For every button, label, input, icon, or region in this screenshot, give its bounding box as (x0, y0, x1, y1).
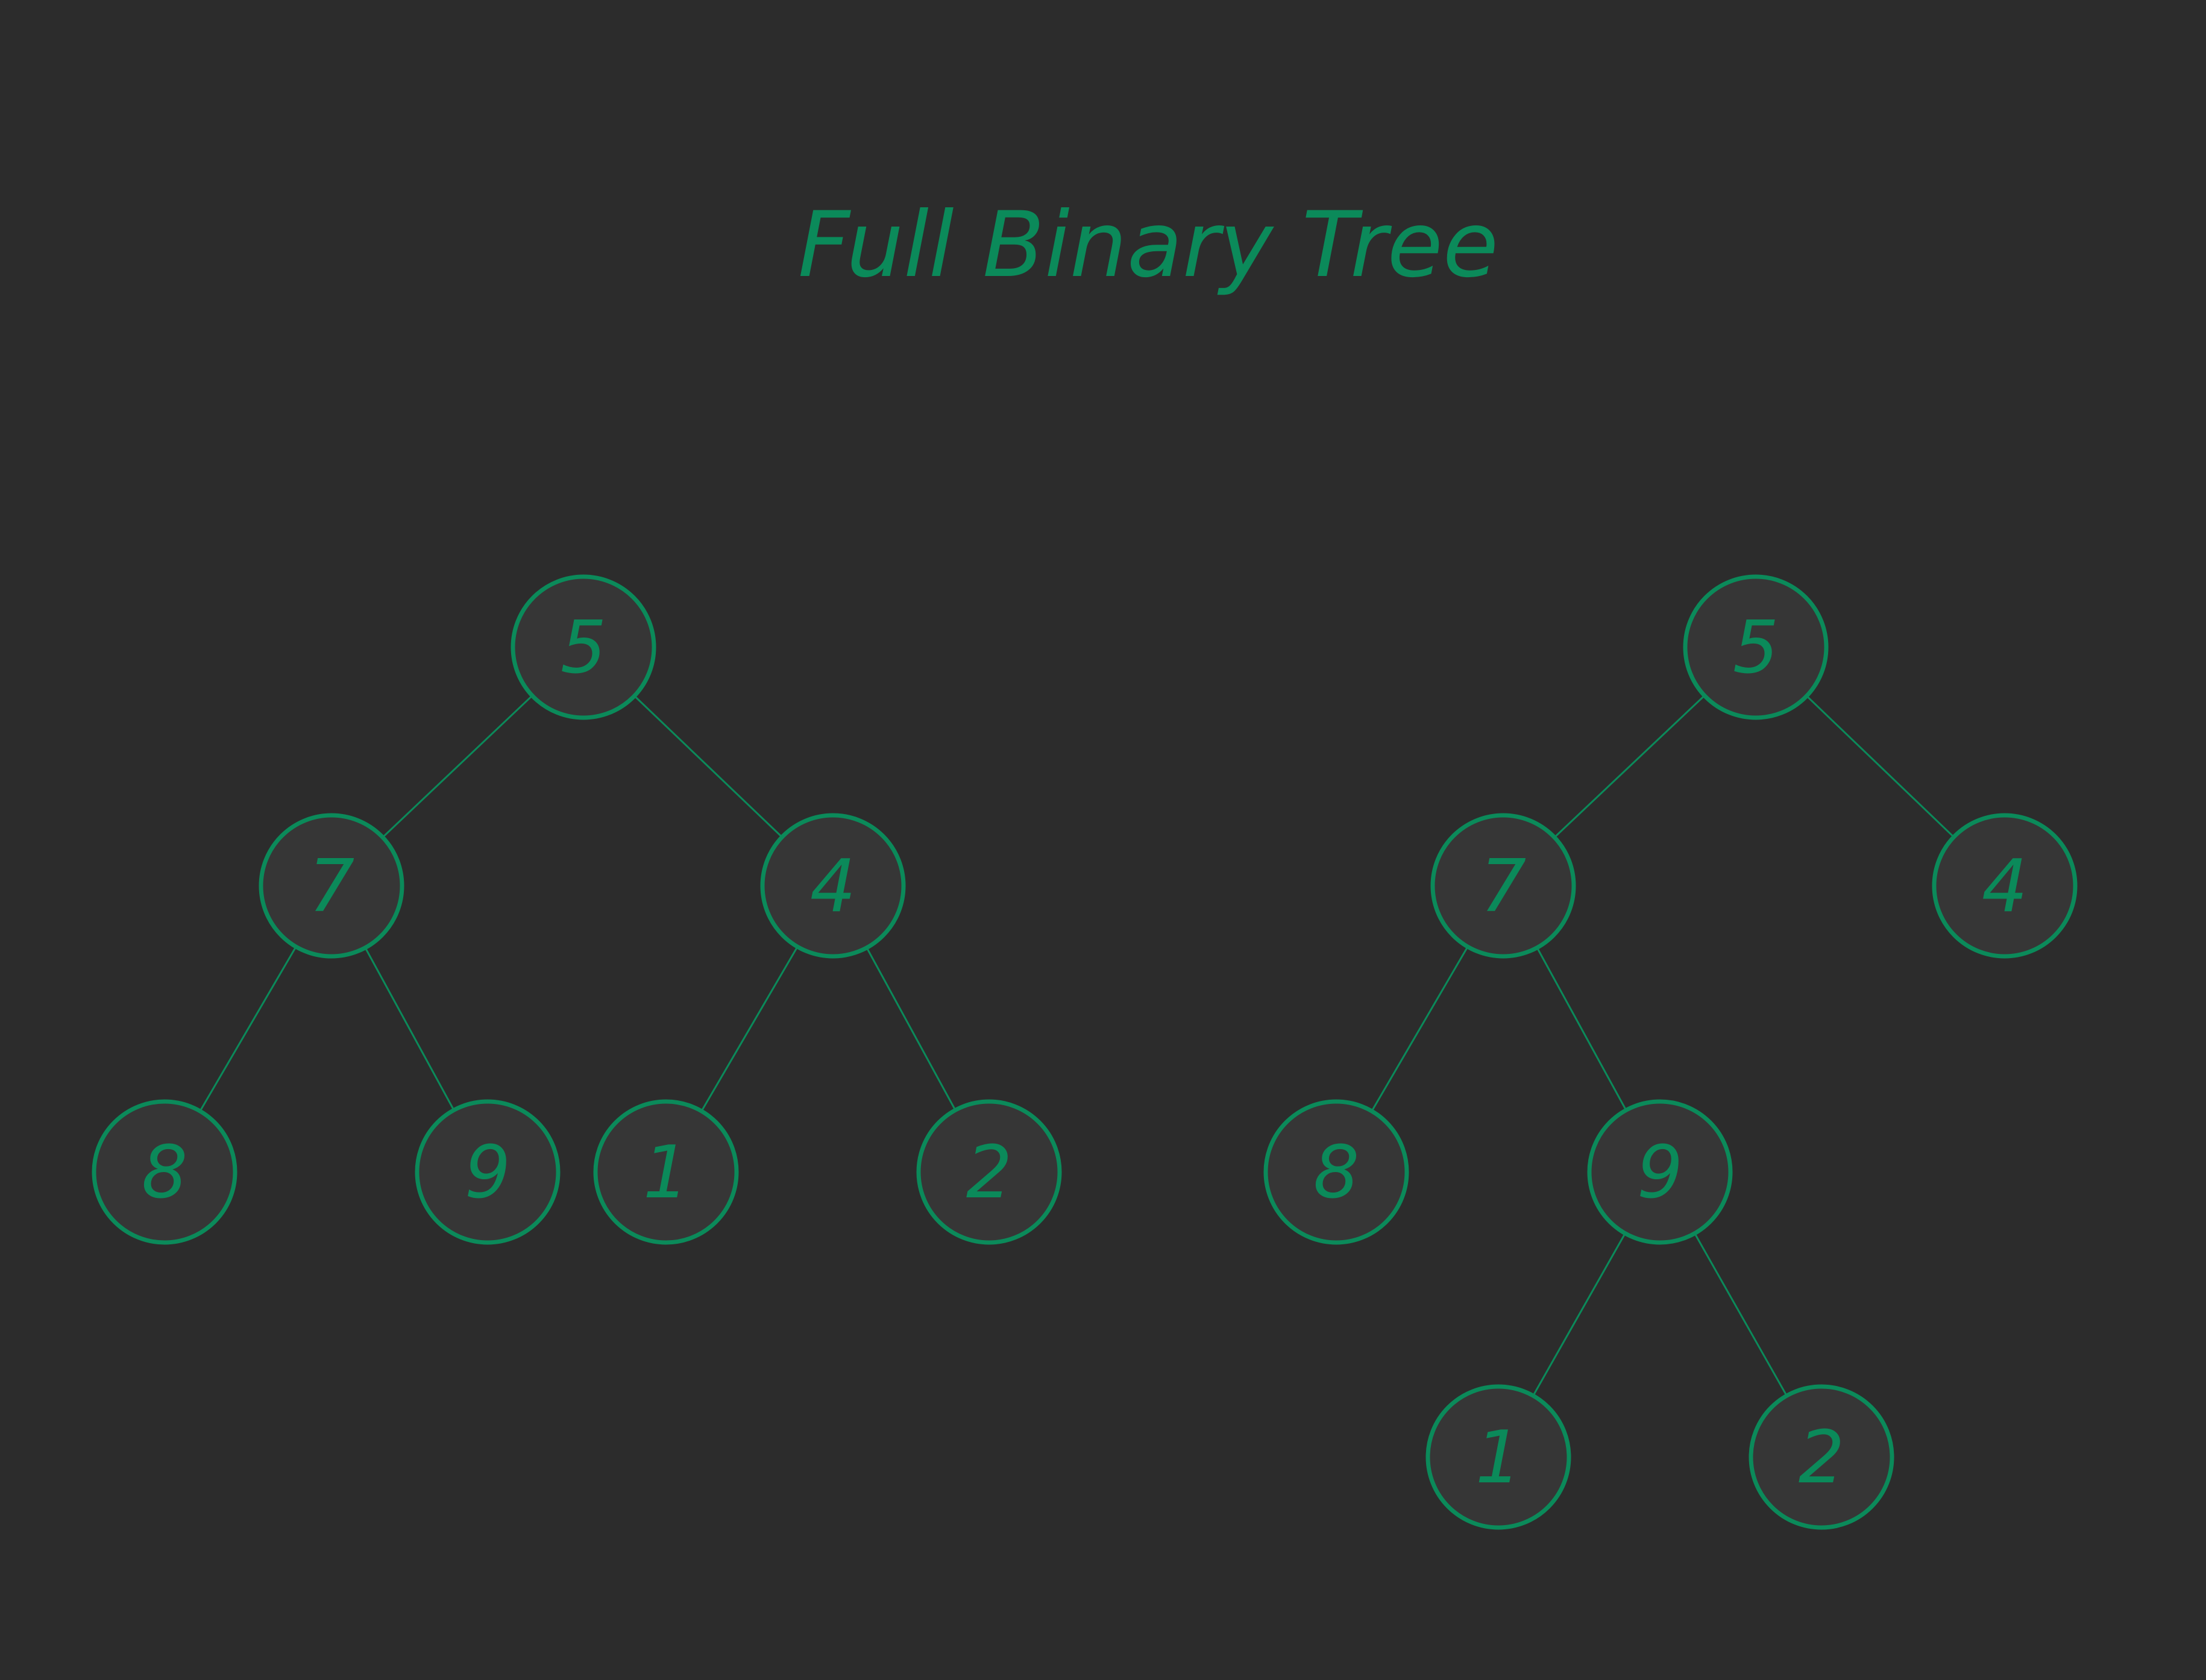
node-circle (415, 1099, 561, 1245)
tree-edge (1371, 946, 1469, 1112)
tree-edge (1694, 1233, 1788, 1396)
tree-edge (1554, 695, 1705, 838)
tree-node: 9 (415, 1099, 561, 1245)
node-circle (92, 1099, 237, 1245)
tree-edge (364, 947, 455, 1111)
node-circle (259, 813, 404, 959)
node-circle (1430, 813, 1576, 959)
tree-edge (1532, 1233, 1626, 1396)
tree-node: 4 (1932, 813, 2078, 959)
tree-node: 7 (1430, 813, 1576, 959)
diagram-title: Full Binary Tree (798, 193, 1498, 298)
tree-node: 2 (916, 1099, 1062, 1245)
node-circle (1932, 813, 2078, 959)
tree-node: 5 (511, 574, 656, 720)
tree-node: 8 (92, 1099, 237, 1245)
tree-node: 1 (593, 1099, 739, 1245)
node-label: 4 (810, 845, 856, 929)
node-circle (593, 1099, 739, 1245)
tree-edge (1806, 695, 1955, 838)
edges-layer (199, 695, 1955, 1396)
node-label: 7 (1480, 845, 1526, 929)
tree-edge (866, 947, 957, 1111)
tree-node: 2 (1749, 1384, 1894, 1530)
tree-node: 9 (1587, 1099, 1733, 1245)
tree-node: 7 (259, 813, 404, 959)
node-label: 8 (1313, 1131, 1359, 1215)
tree-edge (199, 946, 297, 1112)
node-label: 2 (966, 1131, 1012, 1215)
node-label: 2 (1799, 1416, 1844, 1500)
node-circle (1587, 1099, 1733, 1245)
node-label: 8 (142, 1131, 187, 1215)
node-circle (1425, 1384, 1571, 1530)
node-label: 7 (309, 845, 354, 929)
tree-edge (633, 695, 783, 838)
node-label: 1 (643, 1131, 689, 1215)
node-label: 5 (1733, 606, 1779, 690)
node-circle (1749, 1384, 1894, 1530)
tree-node: 8 (1263, 1099, 1409, 1245)
node-circle (916, 1099, 1062, 1245)
nodes-layer: 5 7 4 8 9 1 2 5 7 4 8 9 1 2 (92, 574, 2078, 1530)
node-label: 9 (465, 1131, 511, 1215)
node-label: 1 (1475, 1416, 1521, 1500)
tree-node: 1 (1425, 1384, 1571, 1530)
node-label: 5 (561, 606, 606, 690)
tree-edge (1536, 947, 1627, 1111)
tree-node: 4 (760, 813, 906, 959)
node-circle (511, 574, 656, 720)
tree-edge (382, 695, 533, 838)
node-label: 9 (1637, 1131, 1683, 1215)
node-circle (1683, 574, 1829, 720)
tree-node: 5 (1683, 574, 1829, 720)
node-circle (1263, 1099, 1409, 1245)
node-circle (760, 813, 906, 959)
tree-edge (700, 946, 799, 1112)
node-label: 4 (1982, 845, 2028, 929)
